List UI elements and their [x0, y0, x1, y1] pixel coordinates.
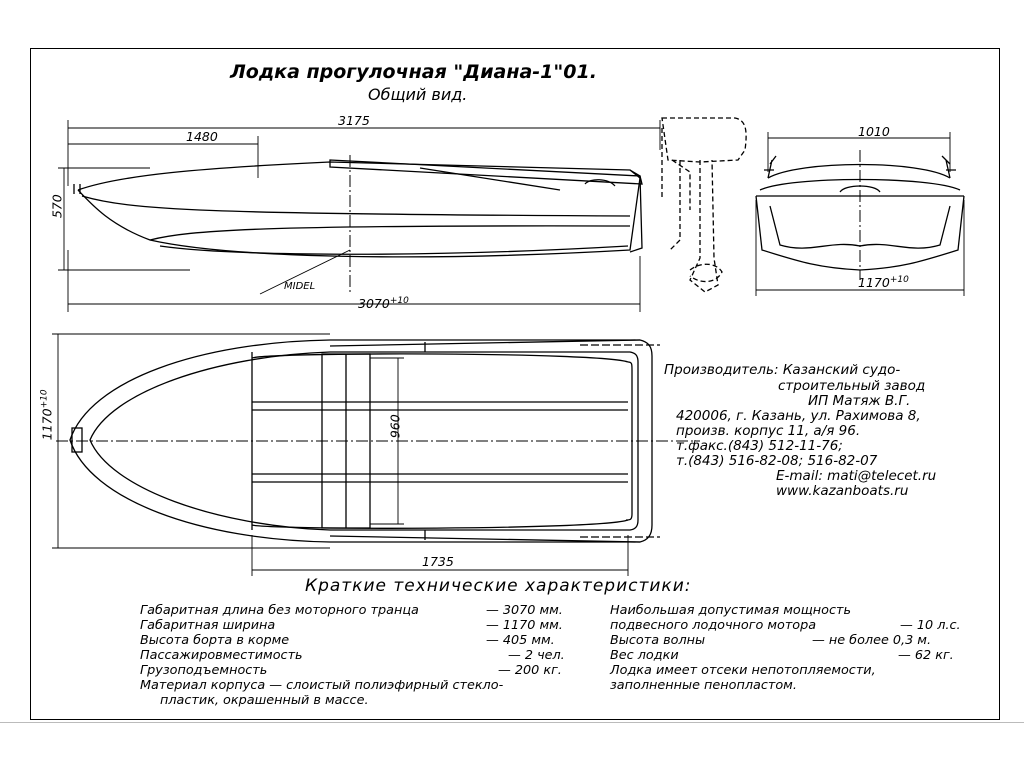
plan-view	[56, 339, 700, 543]
dim-plan-width: 1170+10	[39, 389, 55, 441]
spec-label: Высота борта в корме	[140, 633, 290, 648]
mfr-line: т.(843) 516-82-08; 516-82-07	[676, 453, 878, 469]
side-view	[73, 117, 747, 295]
dim-width-bottom: 1170+10	[858, 275, 909, 291]
mfr-line: т.факс.(843) 512-11-76;	[676, 438, 843, 454]
dim-bow-section: 1480	[186, 129, 218, 144]
drawing-title: Лодка прогулочная "Диана-1"01.	[230, 61, 597, 83]
spec-label: Пассажировместимость	[140, 648, 303, 663]
spec-material: пластик, окрашенный в массе.	[160, 693, 369, 708]
spec-label: Габаритная ширина	[140, 618, 276, 633]
mfr-line: Производитель: Казанский судо-	[664, 362, 901, 378]
spec-value: — 2 чел.	[508, 648, 565, 663]
dim-plan-length: 1735	[422, 554, 454, 569]
spec-label: Грузоподъемность	[140, 663, 268, 678]
mfr-email: E-mail: mati@telecet.ru	[776, 468, 937, 484]
end-view	[755, 150, 965, 280]
mfr-line: строительный завод	[778, 378, 926, 394]
spec-label: подвесного лодочного мотора	[610, 618, 817, 633]
end-dimensions	[755, 132, 965, 296]
drawing-subtitle: Общий вид.	[368, 85, 468, 104]
spec-value: — не более 0,3 м.	[812, 633, 932, 648]
spec-value: — 62 кг.	[898, 648, 954, 663]
plan-dimensions	[52, 333, 629, 576]
side-dimensions	[58, 120, 661, 312]
spec-label: Габаритная длина без моторного транца	[140, 603, 419, 618]
dim-width-top: 1010	[858, 124, 890, 139]
spec-value: — 200 кг.	[498, 663, 562, 678]
dim-overall-length: 3175	[338, 113, 370, 128]
mfr-line: ИП Матяж В.Г.	[808, 393, 911, 409]
spec-value: — 405 мм.	[486, 633, 555, 648]
spec-note: заполненные пенопластом.	[610, 678, 797, 693]
dim-hull-length: 3070+10	[358, 296, 409, 312]
spec-label: Высота волны	[610, 633, 706, 648]
dim-seat-width: 960	[387, 414, 403, 439]
spec-value: — 10 л.с.	[900, 618, 961, 633]
drawing-frame	[30, 48, 1000, 720]
spec-value: — 1170 мм.	[486, 618, 563, 633]
mfr-website: www.kazanboats.ru	[776, 483, 909, 499]
mfr-line: 420006, г. Казань, ул. Рахимова 8,	[676, 408, 921, 424]
spec-value: — 3070 мм.	[486, 603, 563, 618]
spec-label: Наибольшая допустимая мощность	[610, 603, 851, 618]
label-midel: MIDEL	[284, 281, 316, 292]
mfr-line: произв. корпус 11, а/я 96.	[676, 423, 861, 439]
spec-material: Материал корпуса — слоистый полиэфирный …	[140, 678, 504, 693]
dim-side-height: 570	[49, 194, 65, 219]
spec-note: Лодка имеет отсеки непотопляемости,	[610, 663, 876, 678]
specs-title: Краткие технические характеристики:	[305, 576, 692, 596]
spec-label: Вес лодки	[610, 648, 679, 663]
bottom-rule	[0, 722, 1024, 723]
